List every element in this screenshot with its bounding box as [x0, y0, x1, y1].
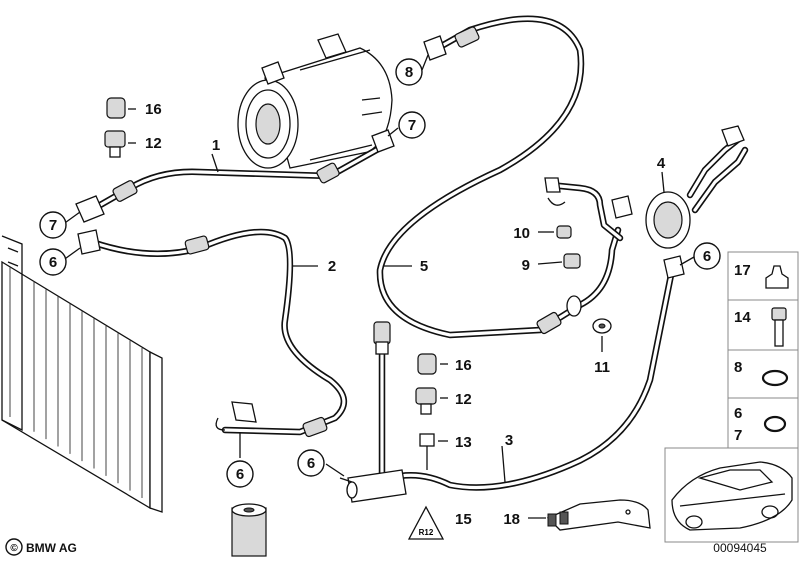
callout-11: 11: [594, 359, 610, 376]
leader-lines: [61, 54, 695, 519]
callout-2: 2: [328, 258, 336, 275]
bracket: [546, 499, 651, 531]
callout-9: 9: [522, 257, 530, 274]
compressor: [237, 33, 393, 169]
svg-text:R12: R12: [419, 528, 434, 537]
legend-label-14: 14: [734, 309, 751, 326]
callout-16-top: 16: [145, 101, 162, 118]
callout-15: 15: [455, 511, 472, 528]
callout-7-left: 7: [49, 217, 57, 234]
small-parts: [104, 97, 612, 470]
callout-5: 5: [420, 258, 428, 275]
callout-6-right: 6: [703, 248, 711, 265]
callout-6-bottom: 6: [236, 466, 244, 483]
legend-panel: 17 14 8 6 7: [727, 251, 799, 449]
expansion-tube: [544, 177, 633, 242]
svg-text:©: ©: [10, 543, 18, 554]
callout-18: 18: [503, 511, 520, 528]
callout-4: 4: [657, 155, 666, 172]
footer: © BMW AG 00094045: [5, 538, 767, 556]
legend-label-8: 8: [734, 359, 742, 376]
hose-5: [376, 15, 622, 339]
legend-label-6: 6: [734, 405, 742, 422]
hose-1: [75, 129, 395, 223]
hose-3: [386, 255, 685, 491]
callout-12-top: 12: [145, 135, 162, 152]
callout-12-mid: 12: [455, 391, 472, 408]
callout-10: 10: [513, 225, 530, 242]
callout-8: 8: [405, 64, 413, 81]
brand-label: BMW AG: [26, 541, 77, 555]
service-tube: [339, 321, 407, 503]
callout-6-mid: 6: [307, 455, 315, 472]
callout-3: 3: [505, 432, 513, 449]
legend-label-17: 17: [734, 262, 751, 279]
callout-16-mid: 16: [455, 357, 472, 374]
callout-13: 13: [455, 434, 472, 451]
evaporator-valve: [645, 125, 749, 249]
callout-1: 1: [212, 137, 220, 154]
vehicle-thumbnail: [664, 447, 799, 543]
condenser: [1, 235, 163, 513]
callout-7-top: 7: [408, 117, 416, 134]
hose-2: [77, 228, 347, 438]
legend-label-7: 7: [734, 427, 742, 444]
warning-label-icon: R12: [407, 505, 445, 540]
diagram-id: 00094045: [713, 541, 767, 555]
callouts: 1 2 3 4 5 10 9 11 16 12 16 12 13 15 18 7…: [39, 58, 721, 528]
callout-6-left: 6: [49, 254, 57, 271]
dryer: [231, 503, 267, 557]
